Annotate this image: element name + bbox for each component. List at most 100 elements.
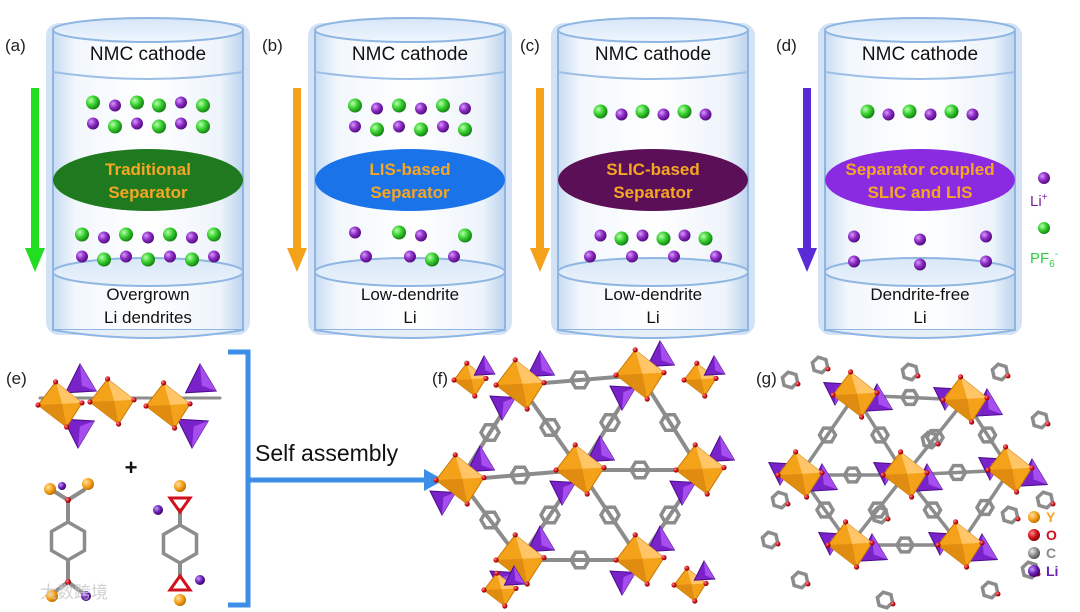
oxygen-atom	[979, 540, 985, 546]
li-ion-legend-label: Li+	[1030, 192, 1048, 210]
oxygen-atom	[161, 380, 167, 386]
tetrahedron-face	[622, 572, 636, 595]
oxygen-atom	[984, 395, 990, 401]
oxygen-atom	[1045, 421, 1051, 427]
li-ion	[87, 117, 99, 130]
li-ion	[98, 231, 110, 244]
li-ion	[459, 102, 471, 115]
ion-cloud	[348, 98, 472, 267]
li-ion	[175, 117, 187, 130]
polyhedron-face	[38, 403, 67, 427]
li-ion	[914, 233, 926, 246]
oxygen-atom	[53, 379, 59, 385]
cathode-label: NMC cathode	[595, 44, 711, 65]
benzene-ring	[920, 430, 940, 450]
oxygen-atom	[464, 360, 470, 366]
pf6-ion	[207, 227, 221, 242]
linker-molecule	[153, 480, 205, 606]
pf6-ion	[196, 98, 210, 113]
flux-arrow-shaft	[803, 88, 811, 248]
oxygen-atom	[1005, 373, 1011, 379]
separator-label-line: Separator	[108, 183, 188, 202]
oxygen-atom	[464, 501, 470, 507]
bond	[66, 580, 86, 596]
battery-panel-3: (c)NMC cathodeSLIC-basedSeparatorLow-den…	[520, 17, 755, 339]
oxygen-atom	[553, 467, 559, 473]
polyhedron-face	[455, 454, 484, 479]
cathode-boundary	[824, 71, 1016, 80]
polyhedron-face	[107, 378, 134, 401]
oxygen-atom	[1029, 465, 1035, 471]
polyhedron-face	[883, 473, 912, 497]
oxygen-atom	[632, 532, 638, 538]
benzene-ring	[478, 510, 502, 530]
self-assembly-label: Self assembly	[255, 440, 399, 466]
polyhedron-face	[635, 349, 664, 374]
tetrahedron-face	[622, 387, 636, 410]
atom-legend-label: C	[1046, 545, 1056, 561]
panel-letter-e: (e)	[6, 369, 27, 388]
oxygen-atom	[572, 442, 578, 448]
polyhedron-face	[795, 451, 822, 474]
oxygen-atom	[702, 393, 708, 399]
pf6-ion	[593, 104, 608, 119]
pf6-ion	[860, 104, 875, 119]
li-ion	[848, 230, 860, 243]
li-ion	[699, 108, 712, 121]
polyhedron-face	[988, 468, 1017, 492]
oxygen-atom	[1014, 489, 1020, 495]
oxygen-atom	[804, 494, 810, 500]
li-ion	[626, 250, 638, 263]
tetrahedron-face	[192, 421, 209, 448]
yttrium-atom	[174, 480, 186, 492]
cell-bottom	[314, 329, 506, 339]
polyhedron-face	[845, 521, 872, 544]
separator	[53, 149, 243, 211]
polyhedron-face	[960, 376, 987, 399]
flux-arrow-head	[25, 248, 45, 272]
oxygen-atom	[969, 419, 975, 425]
pf6-ion	[902, 104, 917, 119]
benzene-ring	[900, 362, 920, 382]
flux-arrow-head	[287, 248, 307, 272]
oxygen-atom	[713, 375, 719, 381]
separator	[825, 149, 1015, 211]
pf6-ion	[348, 98, 362, 113]
polyhedron-face	[163, 382, 190, 405]
benzene-ring	[598, 412, 622, 433]
oxygen-atom	[805, 581, 811, 587]
oxygen-atom	[953, 519, 959, 525]
anode-label-line: Li dendrites	[104, 308, 192, 327]
li-ion	[448, 250, 460, 263]
separator-label-line: LIS-based	[369, 160, 450, 179]
yttrium-atom	[82, 478, 94, 490]
benzene-ring	[947, 463, 968, 482]
oxygen-atom	[524, 581, 530, 587]
benzene-ring	[817, 426, 838, 444]
flux-arrow-head	[797, 248, 817, 272]
mof-framework-view-g	[760, 355, 1056, 610]
carboxylate-group	[167, 573, 193, 592]
polyhedron-face	[496, 383, 528, 409]
benzene-ring	[508, 465, 532, 485]
pf6-ion	[119, 227, 133, 242]
oxygen-atom	[880, 472, 886, 478]
battery-panels: (a)NMC cathodeTraditionalSeparatorOvergr…	[5, 17, 1022, 339]
benzene-ring	[790, 570, 810, 590]
panel-letter: (c)	[520, 36, 540, 55]
cell-bottom	[52, 329, 244, 339]
cathode-label: NMC cathode	[90, 44, 206, 65]
benzene-ring	[869, 426, 891, 444]
oxygen-atom	[825, 366, 831, 372]
anode-label-line: Li	[403, 308, 416, 327]
pf6-ion	[86, 95, 100, 110]
panel-letter-g: (g)	[756, 369, 777, 388]
benzene-ring	[1000, 505, 1020, 525]
polyhedron-face	[778, 473, 807, 497]
yttrium-atom	[46, 590, 58, 602]
oxygen-atom	[909, 494, 915, 500]
flux-arrow-head	[530, 248, 550, 272]
li-ion	[131, 117, 143, 130]
anode-top	[824, 257, 1016, 287]
